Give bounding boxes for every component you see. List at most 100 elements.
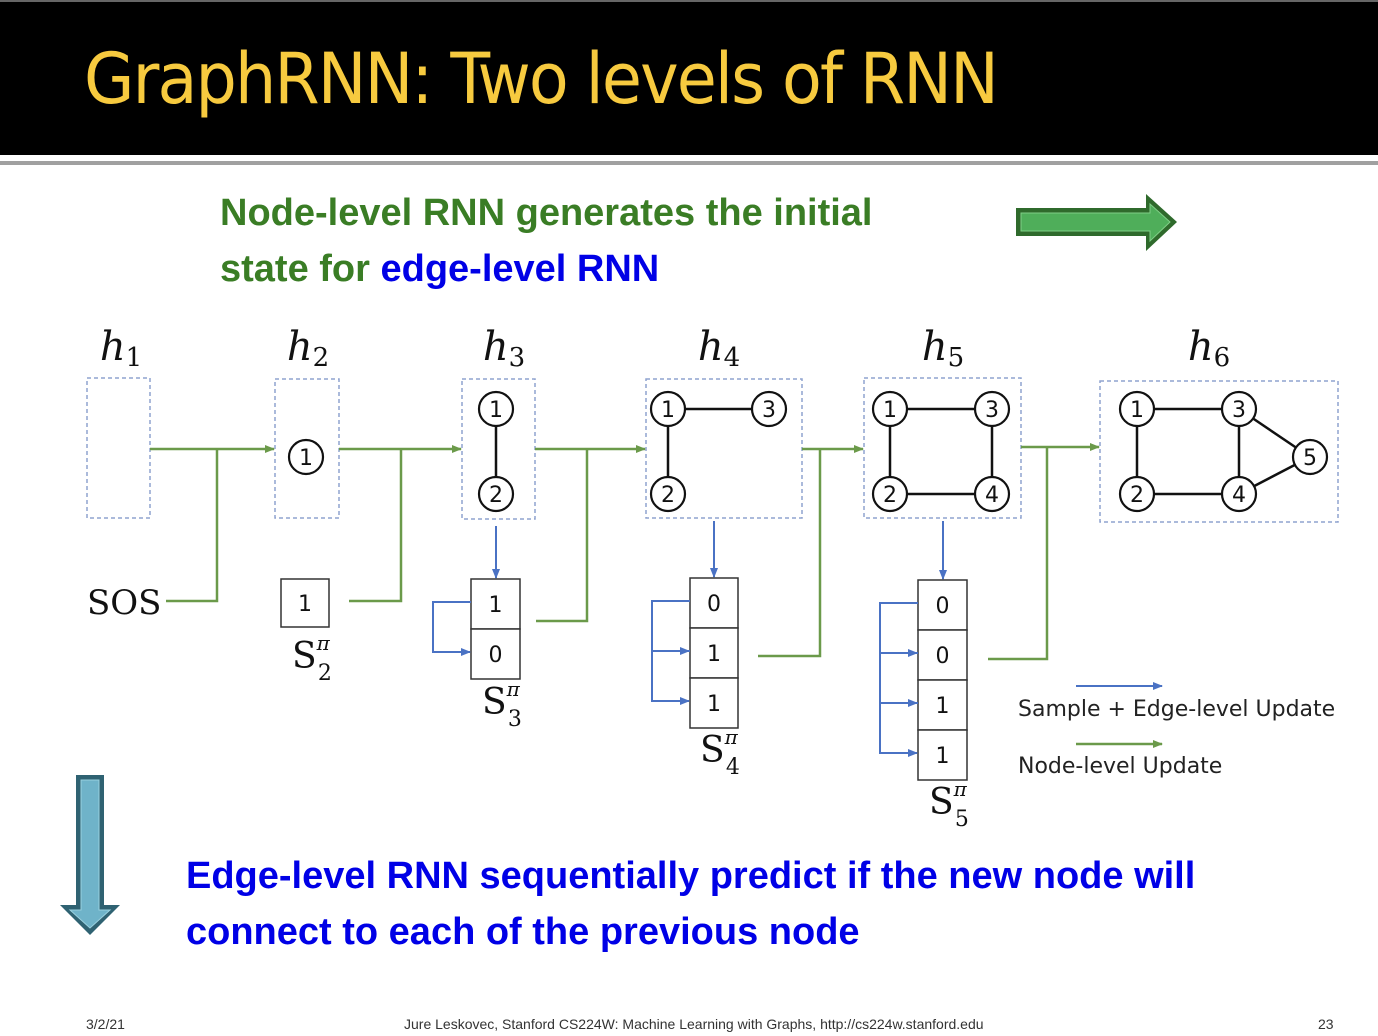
- sequence-cell-value: 1: [298, 592, 312, 617]
- graph-node-4: 4: [1220, 475, 1258, 513]
- node-level-input-line-5: [988, 447, 1049, 661]
- node-label: 5: [1303, 446, 1317, 471]
- sequence-cell: [917, 679, 968, 731]
- hidden-state-label-1: h1: [100, 324, 142, 373]
- right-block-arrow-icon: [1016, 194, 1177, 251]
- node-label: 1: [489, 398, 503, 423]
- graph-node-2: 2: [1118, 475, 1156, 513]
- node-label: 2: [883, 483, 897, 508]
- sequence-cell-value: 1: [707, 642, 721, 667]
- node-level-input-line-4: [758, 449, 822, 658]
- node-circle: [287, 438, 325, 476]
- node-circle: [649, 475, 687, 513]
- graph-node-3: 3: [973, 390, 1011, 428]
- node-level-input-line-1: [166, 449, 219, 603]
- graph-node-5: 5: [1291, 438, 1329, 476]
- node-circle: [1118, 475, 1156, 513]
- graph-node-2: 2: [477, 475, 515, 513]
- node-circle: [1220, 475, 1258, 513]
- edge-level-feedback-arrow: [432, 601, 471, 656]
- graph-node-1: 1: [477, 390, 515, 428]
- sequence-cell: [689, 577, 739, 629]
- sequence-cell-value: 1: [707, 692, 721, 717]
- hidden-state-box-1: [86, 377, 151, 519]
- node-label: 2: [489, 483, 503, 508]
- sequence-cell-value: 1: [936, 744, 950, 769]
- title-divider: [0, 161, 1378, 165]
- node-label: 2: [661, 483, 675, 508]
- node-circle: [1118, 390, 1156, 428]
- node-circle: [973, 475, 1011, 513]
- footer-page-number: 23: [1318, 1016, 1334, 1032]
- node-label: 4: [985, 483, 999, 508]
- edge-level-feedback-arrow: [879, 652, 918, 707]
- node-level-input-line-3: [536, 449, 589, 623]
- title-bar: GraphRNN: Two levels of RNN: [0, 0, 1378, 155]
- edge-level-feedback-arrow: [879, 702, 918, 757]
- sequence-cell: [689, 677, 739, 729]
- down-block-arrow-icon: [60, 775, 120, 935]
- sequence-cell: [917, 579, 968, 631]
- node-label: 1: [883, 398, 897, 423]
- hidden-state-label-3: h3: [483, 324, 525, 373]
- sequence-cell-value: 0: [936, 644, 950, 669]
- top-text-line2: state for edge-level RNN: [220, 248, 659, 291]
- footer-date: 3/2/21: [86, 1016, 125, 1032]
- node-label: 3: [985, 398, 999, 423]
- sequence-cell: [689, 627, 739, 679]
- legend-node-update-label: Node-level Update: [1018, 754, 1223, 779]
- graph-node-1: 1: [871, 390, 909, 428]
- hidden-state-label-2: h2: [287, 324, 329, 373]
- slide-title: GraphRNN: Two levels of RNN: [84, 38, 999, 120]
- graph-node-2: 2: [871, 475, 909, 513]
- graph-node-4: 4: [973, 475, 1011, 513]
- node-circle: [649, 390, 687, 428]
- sequence-cell: [470, 628, 521, 680]
- graph-node-3: 3: [1220, 390, 1258, 428]
- sequence-cell-value: 0: [936, 594, 950, 619]
- graph-node-1: 1: [649, 390, 687, 428]
- node-label: 1: [661, 398, 675, 423]
- node-circle: [973, 390, 1011, 428]
- sequence-cell-value: 1: [489, 593, 503, 618]
- graph-node-2: 2: [649, 475, 687, 513]
- node-circle: [477, 475, 515, 513]
- node-circle: [871, 390, 909, 428]
- hidden-state-box-6: [1099, 380, 1339, 523]
- node-label: 3: [1232, 398, 1246, 423]
- hidden-state-label-5: h5: [922, 324, 964, 373]
- node-circle: [477, 390, 515, 428]
- top-text-highlight: edge-level RNN: [380, 248, 660, 290]
- sequence-cell: [280, 578, 330, 628]
- sequence-cell-value: 0: [489, 643, 503, 668]
- sequence-cell: [917, 729, 968, 781]
- node-level-input-line-2: [349, 449, 403, 603]
- node-label: 4: [1232, 483, 1246, 508]
- hidden-state-label-4: h4: [698, 324, 740, 373]
- node-circle: [1220, 390, 1258, 428]
- node-label: 3: [762, 398, 776, 423]
- graph-node-1: 1: [1118, 390, 1156, 428]
- graph-node-3: 3: [750, 390, 788, 428]
- sequence-cell-value: 0: [707, 592, 721, 617]
- sos-label: SOS: [87, 583, 161, 623]
- hidden-state-label-6: h6: [1188, 324, 1230, 373]
- node-circle: [871, 475, 909, 513]
- node-circle: [750, 390, 788, 428]
- graph-node-1: 1: [287, 438, 325, 476]
- top-text-prefix: state for: [220, 248, 381, 290]
- edge-level-feedback-arrow: [651, 600, 690, 655]
- bottom-text-line1: Edge-level RNN sequentially predict if t…: [186, 855, 1196, 897]
- edge-level-feedback-arrow: [879, 602, 918, 657]
- bottom-text-line2: connect to each of the previous node: [186, 911, 860, 953]
- node-label: 2: [1130, 483, 1144, 508]
- node-circle: [1291, 438, 1329, 476]
